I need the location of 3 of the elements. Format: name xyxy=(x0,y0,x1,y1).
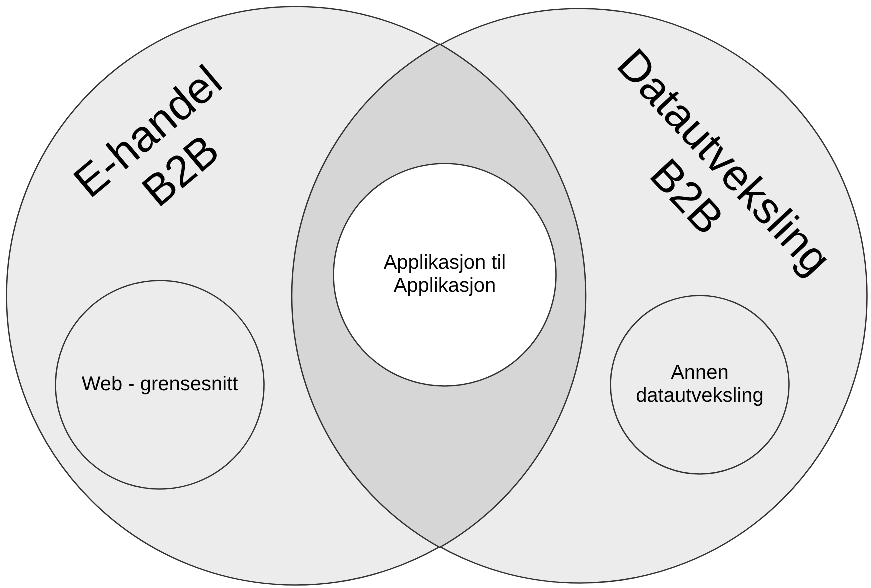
circle-label: Web - grensesnitt xyxy=(80,374,240,396)
circle-label: Applikasjon til Applikasjon xyxy=(382,252,508,298)
circle-label: Annen datautveksling xyxy=(635,362,765,408)
